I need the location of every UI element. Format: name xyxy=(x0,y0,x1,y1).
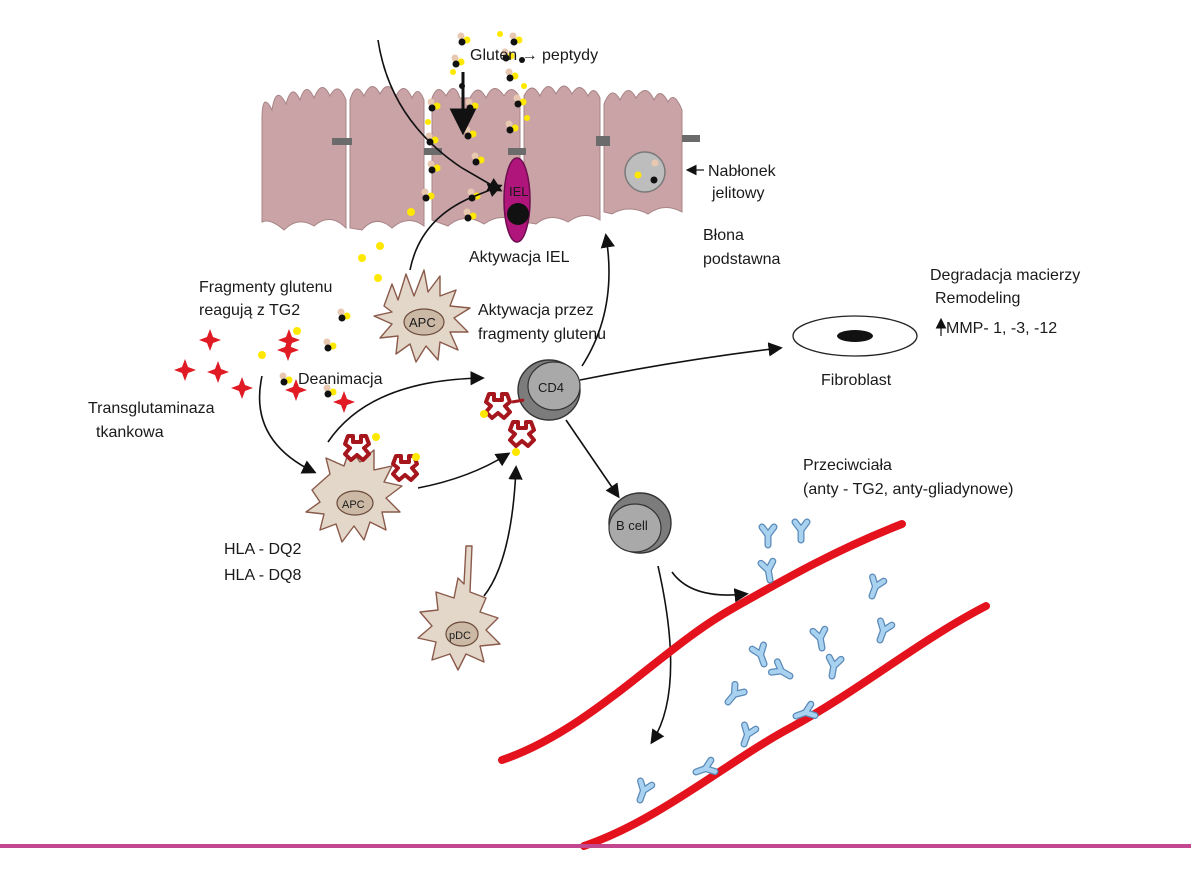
epithelium-label-line1: Nabłonek xyxy=(708,163,777,180)
gluten-peptides-label: Gluten → peptydy xyxy=(470,47,598,64)
pdc-cell: pDC xyxy=(417,545,501,671)
epithelium-label-line2: jelitowy xyxy=(711,185,764,202)
apc-activation-label-line2: fragmenty glutenu xyxy=(478,326,606,343)
apc-cell-top: APC xyxy=(373,269,471,363)
fragments-label-line1: Fragmenty glutenu xyxy=(199,279,332,296)
b-cell-label: B cell xyxy=(616,518,648,533)
b-cell: B cell xyxy=(608,492,672,554)
transglutaminase-label-line2: tkankowa xyxy=(96,424,164,441)
antibodies-label-line1: Przeciwciała xyxy=(803,457,892,474)
deamidation-label: Deanimacja xyxy=(298,371,383,388)
basement-membrane-label-line2: podstawna xyxy=(703,251,780,268)
cd4-label: CD4 xyxy=(538,380,564,395)
apc-bottom-label: APC xyxy=(342,499,365,511)
apc-activation-label-line1: Aktywacja przez xyxy=(478,302,594,319)
fibroblast-cell xyxy=(792,315,918,357)
antibodies-label-line2: (anty - TG2, anty-gliadynowe) xyxy=(803,481,1013,498)
transglutaminase-label-line1: Transglutaminaza xyxy=(88,400,215,417)
fibroblast-label: Fibroblast xyxy=(821,372,892,389)
endosome-icon xyxy=(624,151,666,193)
antibodies xyxy=(634,522,891,802)
hla-dq8-label: HLA - DQ8 xyxy=(224,567,301,584)
remodeling-label: Remodeling xyxy=(935,290,1020,307)
cd4-cell: CD4 xyxy=(517,359,581,421)
matrix-degradation-label: Degradacja macierzy xyxy=(930,267,1080,284)
basement-membrane-label-line1: Błona xyxy=(703,227,744,244)
blood-vessel xyxy=(498,520,990,850)
apc-cell-bottom: APC xyxy=(305,447,403,543)
hla-dq2-label: HLA - DQ2 xyxy=(224,541,301,558)
mmp-label: MMP- 1, -3, -12 xyxy=(946,320,1057,337)
apc-top-label: APC xyxy=(409,315,436,330)
pdc-label: pDC xyxy=(449,630,471,642)
iel-cell: IEL xyxy=(503,157,531,243)
fragments-label-line2: reagują z TG2 xyxy=(199,302,300,319)
iel-label: IEL xyxy=(509,184,529,199)
iel-activation-label: Aktywacja IEL xyxy=(469,249,570,266)
